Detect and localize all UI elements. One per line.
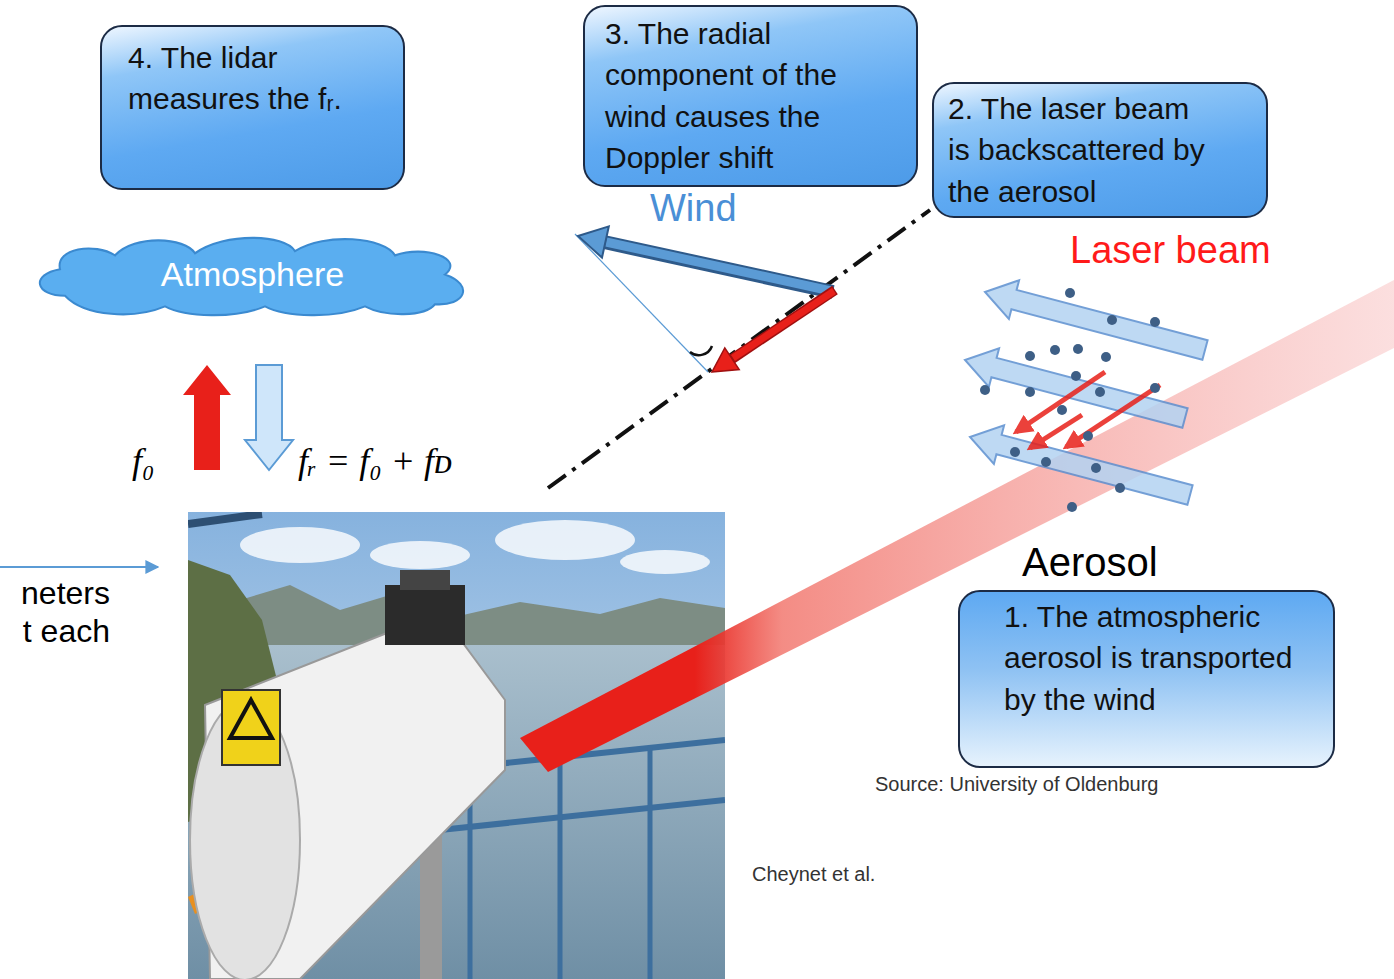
frequency-label: f₀	[132, 440, 155, 483]
lidar-photo	[188, 512, 725, 979]
cloud-shape: Atmosphere	[25, 232, 480, 317]
callout-text: 4. The lidar measures the fᵣ.	[128, 37, 379, 120]
citation-note: Cheynet et al.	[752, 862, 875, 886]
railing	[440, 800, 725, 830]
particle	[1067, 502, 1077, 512]
aerosol-particles	[980, 288, 1160, 512]
sky	[188, 512, 725, 979]
mountains	[188, 585, 725, 652]
particle	[1083, 431, 1093, 441]
laser-beam	[520, 280, 1394, 772]
callout-box: 2. The laser beam is backscattered by th…	[932, 82, 1268, 218]
particle	[1095, 387, 1105, 397]
railing	[648, 748, 653, 979]
particle	[1073, 344, 1083, 354]
radial-arrow	[732, 290, 835, 359]
cloud-outline	[40, 238, 463, 315]
backscatter-arrow	[1030, 415, 1082, 448]
line-of-sight	[548, 210, 930, 488]
callout-box: 1. The atmospheric aerosol is transporte…	[958, 590, 1335, 768]
emitted-arrow	[183, 365, 231, 470]
callout-box: 4. The lidar measures the fᵣ.	[100, 25, 405, 190]
cloud-shape	[620, 550, 710, 574]
bridge-beam	[188, 514, 262, 524]
wind-arrow	[604, 242, 833, 292]
wind-arrow	[578, 226, 609, 257]
cloud-shape	[240, 527, 360, 563]
pointer-arrow	[0, 566, 158, 568]
radial-arrow	[712, 348, 739, 372]
particle	[1071, 371, 1081, 381]
callout-box: 3. The radial component of the wind caus…	[583, 5, 918, 187]
wind-arrow	[606, 242, 831, 291]
particle	[1091, 463, 1101, 473]
scanner-head	[385, 585, 465, 645]
node-label: Atmosphere	[161, 255, 344, 294]
particle	[1025, 351, 1035, 361]
particle	[1107, 315, 1117, 325]
angle-arc	[690, 346, 712, 355]
beam-label: Laser beam	[1070, 228, 1271, 274]
radial-arrow	[733, 291, 834, 358]
particle	[1057, 405, 1067, 415]
wind-label: Wind	[650, 186, 737, 232]
aerosol-label: Aerosol	[1022, 538, 1158, 586]
frequency-equation: fᵣ = f₀ + fᴅ	[298, 440, 452, 483]
particle	[1050, 345, 1060, 355]
particle	[1101, 352, 1111, 362]
callout-text: 3. The radial component of the wind caus…	[605, 13, 894, 179]
received-arrow	[245, 365, 293, 470]
warning-triangle	[230, 700, 272, 738]
railing	[558, 757, 563, 979]
aerosol-wind-arrows	[965, 280, 1208, 504]
callout-text: 1. The atmospheric aerosol is transporte…	[1004, 596, 1303, 720]
particle	[1150, 317, 1160, 327]
callout-text: 2. The laser beam is backscattered by th…	[948, 88, 1206, 212]
particle	[1115, 483, 1125, 493]
scanner-head	[400, 570, 450, 590]
particle	[1041, 457, 1051, 467]
wind-arrow	[985, 280, 1208, 359]
source-note: Source: University of Oldenburg	[875, 772, 1158, 796]
warning-sign	[222, 690, 280, 765]
particle	[980, 385, 990, 395]
cut-text: neters t each	[10, 574, 110, 651]
particle	[1065, 288, 1075, 298]
cloud-shape	[495, 520, 635, 560]
particle	[1025, 387, 1035, 397]
cloud-shape	[370, 541, 470, 569]
particle	[1150, 383, 1160, 393]
backscatter-arrow	[1016, 372, 1105, 432]
particle	[1010, 447, 1020, 457]
